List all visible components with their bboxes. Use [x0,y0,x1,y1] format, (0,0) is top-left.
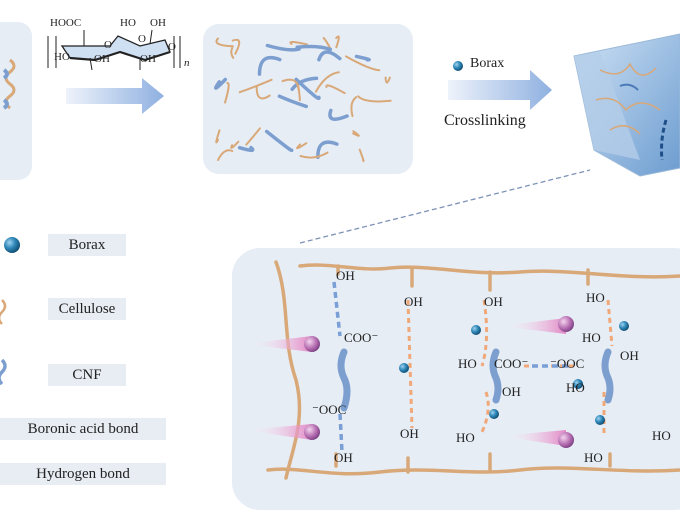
polymer-o-1: O [104,39,112,51]
cnf-fiber [265,43,301,52]
cellulose-fiber [345,55,381,72]
cellulose-fiber [255,85,271,100]
boronic-bonds [332,281,572,453]
legend-cnf-label: CNF [48,364,126,386]
cellulose-fiber [322,37,332,50]
cellulose-fiber [289,40,308,46]
legend-cellulose-label: Cellulose [48,298,126,320]
fiber-network [213,35,392,163]
detail-ooc-a: ⁻OOC [312,402,346,417]
cellulose-fiber [296,83,301,102]
detail-oh-e: OH [484,294,503,309]
cnf-fiber [354,54,371,62]
cnf-fiber [317,50,342,62]
pink-particles [244,316,574,448]
left-panel-partial [0,22,32,180]
polymer-hooc: HOOC [50,17,81,29]
process-arrow-1 [66,78,164,114]
cellulose-fiber [238,78,273,94]
polymer-structure [47,29,181,71]
cnf-fiber [277,94,309,109]
detail-ho-e: HO [566,380,585,395]
cellulose-fiber [335,35,340,49]
cellulose-fiber [231,38,241,55]
legend-cnf-icon [0,358,7,386]
cellulose-fiber [245,127,261,146]
polymer-oh-2: OH [94,53,110,65]
cellulose-fiber [352,130,360,137]
cellulose-fiber [230,140,240,149]
cellulose-fiber [314,71,340,93]
network-panel [203,24,413,174]
cnf-fiber [257,55,282,76]
cnf-segments [337,348,614,412]
cellulose-fiber [217,149,234,161]
polymer-oh-1: OH [150,17,166,29]
cnf-fiber [237,145,255,153]
polymer-ho-2: HO [54,51,70,63]
legend [0,237,20,386]
detail-ho-a: HO [458,356,477,371]
cellulose-fibers [266,260,680,480]
legend-cellulose-icon [0,299,7,325]
cnf-fiber [264,129,294,153]
detail-ho-c: HO [586,290,605,305]
legend-hbond-label: Hydrogen bond [0,463,166,485]
cellulose-fiber [358,148,365,163]
cellulose-fiber [215,129,221,144]
polymer-o-3: O [168,41,176,53]
detail-oh-b: OH [334,450,353,465]
cnf-fiber [295,44,333,52]
process-arrow-2 [448,70,552,110]
cellulose-fiber [299,151,329,159]
legend-borax-icon [4,237,20,253]
detail-ho-b: HO [456,430,475,445]
detail-coo-a: COO⁻ [344,330,378,345]
cellulose-fiber [296,142,308,150]
cellulose-fiber [230,46,235,59]
detail-coo-b: COO⁻ [494,356,528,371]
cellulose-fiber [357,95,392,103]
polymer-oh-3: OH [140,53,156,65]
borax-icon [453,61,463,71]
cellulose-fiber [384,76,391,84]
borax-label: Borax [470,56,505,71]
legend-boronic-label: Boronic acid bond [0,418,166,440]
hydrogel-block [573,33,680,177]
polymer-n: n [184,57,190,69]
crosslinking-label: Crosslinking [444,112,526,129]
cellulose-fiber [215,37,234,48]
cnf-fiber [316,140,339,160]
polymer-ho-1: HO [120,17,136,29]
detail-ho-g: HO [652,428,671,443]
detail-oh-g: OH [620,348,639,363]
cellulose-fiber [325,84,346,95]
cellulose-fiber [350,96,358,118]
detail-oh-a: OH [336,268,355,283]
polymer-o-2: O [138,33,146,45]
detail-ho-d: HO [582,330,601,345]
cnf-fiber [328,108,349,121]
zoom-line [299,169,591,244]
cellulose-fiber [224,82,230,104]
detail-borax-dots [399,321,629,425]
detail-oh-d: OH [400,426,419,441]
detail-oh-c: OH [404,294,423,309]
hydrogen-bonds [406,299,614,436]
detail-ho-f: HO [584,450,603,465]
cnf-fiber [213,77,228,90]
cnf-fiber [290,76,319,91]
detail-ooc-b: ⁻OOC [550,356,584,371]
detail-oh-f: OH [502,384,521,399]
legend-borax-label: Borax [48,234,126,256]
